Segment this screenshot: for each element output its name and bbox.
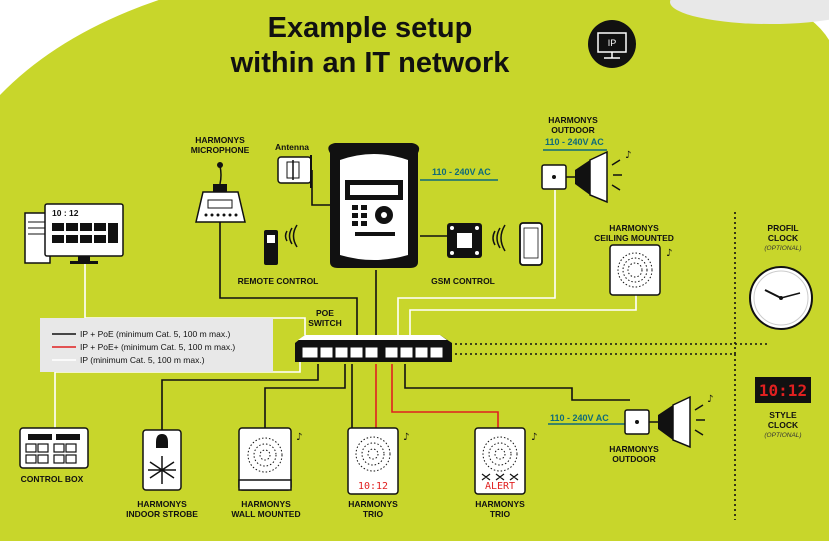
poe-switch-label-2: SWITCH [308,318,342,328]
style-clock-label-2: CLOCK [768,420,799,430]
wall-mounted-label-2: WALL MOUNTED [231,509,300,519]
cable-wall [264,364,346,428]
legend-item-ip: IP (minimum Cat. 5, 100 m max.) [80,355,205,365]
controller-unit [328,143,420,268]
control-box-label: CONTROL BOX [21,474,84,484]
cable-ceiling [409,295,637,338]
corner-swoosh [670,0,829,24]
ceiling-label-2: CEILING MOUNTED [594,233,674,243]
profil-clock-label-2: CLOCK [768,233,799,243]
svg-text:♪: ♪ [666,248,672,259]
page-title-line2: within an IT network [230,47,511,79]
microphone-icon: HARMONYS MICROPHONE [191,135,250,223]
outdoor-speaker-bottom: 110 - 240V AC ♪ HARMONYS OUTDOOR [550,394,713,464]
trio-2-label-1: HARMONYS [475,499,525,509]
cable-strobe [161,364,319,430]
wall-mounted-speaker: ♪ HARMONYS WALL MOUNTED [231,427,302,519]
controller-voltage: 110 - 240V AC [432,167,491,177]
indoor-strobe: HARMONYS INDOOR STROBE [126,429,198,519]
svg-text:♪: ♪ [403,432,409,443]
gsm-control-label: GSM CONTROL [431,276,495,286]
microphone-label-1: HARMONYS [195,135,245,145]
microphone-label-2: MICROPHONE [191,145,250,155]
svg-text:♪: ♪ [707,394,713,405]
legend-item-poeplus: IP + PoE+ (minimum Cat. 5, 100 m max.) [80,342,235,352]
profil-clock-label-1: PROFIL [767,223,798,233]
remote-control-label: REMOTE CONTROL [238,276,319,286]
computer: 10 : 12 [24,203,124,264]
outdoor-speaker-top: HARMONYS OUTDOOR 110 - 240V AC ♪ [541,115,631,204]
outdoor-top-voltage: 110 - 240V AC [545,137,604,147]
style-clock-label-1: STYLE [769,410,797,420]
outdoor-bottom-label-1: HARMONYS [609,444,659,454]
svg-text:♪: ♪ [296,432,302,443]
page-title-line1: Example setup [268,12,473,44]
trio-speaker-2: ALERT ♪ HARMONYS TRIO [474,427,537,519]
cable-microphone [219,222,358,338]
trio-speaker-1: 10:12 ♪ HARMONYS TRIO [347,427,409,519]
trio-2-display: ALERT [485,481,515,492]
style-clock: 10:12 STYLE CLOCK (OPTIONAL) [755,377,811,439]
legend-box [40,318,273,372]
poe-switch-label-1: POE [316,308,334,318]
style-clock-optional: (OPTIONAL) [764,432,801,439]
profil-clock: PROFIL CLOCK (OPTIONAL) [749,223,813,330]
antenna-label: Antenna [275,142,309,152]
ip-monitor-icon: IP [588,20,636,68]
wall-mounted-label-1: HARMONYS [241,499,291,509]
ceiling-label-1: HARMONYS [609,223,659,233]
cable-outdoor-top [397,190,556,338]
ip-badge-text: IP [608,38,617,48]
outdoor-bottom-voltage: 110 - 240V AC [550,413,609,423]
indoor-strobe-label-1: HARMONYS [137,499,187,509]
outdoor-bottom-label-2: OUTDOOR [612,454,655,464]
cable-outdoor-bottom [404,364,630,401]
trio-2-label-2: TRIO [490,509,511,519]
poe-switch: POE SWITCH [295,308,452,362]
style-clock-display: 10:12 [759,381,807,400]
antenna-icon: Antenna [275,142,312,188]
cable-trio2 [391,364,499,428]
outdoor-top-label-1: HARMONYS [548,115,598,125]
outdoor-top-label-2: OUTDOOR [551,125,594,135]
profil-clock-optional: (OPTIONAL) [764,245,801,252]
control-box: CONTROL BOX [19,427,89,484]
legend: IP + PoE (minimum Cat. 5, 100 m max.) IP… [40,318,273,372]
gsm-control-icon: GSM CONTROL [431,222,543,286]
indoor-strobe-label-2: INDOOR STROBE [126,509,198,519]
legend-item-poe: IP + PoE (minimum Cat. 5, 100 m max.) [80,329,230,339]
trio-1-label-2: TRIO [363,509,384,519]
pc-screen-clock: 10 : 12 [52,208,79,218]
svg-text:♪: ♪ [531,432,537,443]
trio-1-label-1: HARMONYS [348,499,398,509]
ceiling-speaker: HARMONYS CEILING MOUNTED ♪ [594,223,674,296]
svg-text:♪: ♪ [625,150,631,161]
trio-1-display: 10:12 [358,481,388,492]
remote-control-icon: REMOTE CONTROL [238,224,319,286]
